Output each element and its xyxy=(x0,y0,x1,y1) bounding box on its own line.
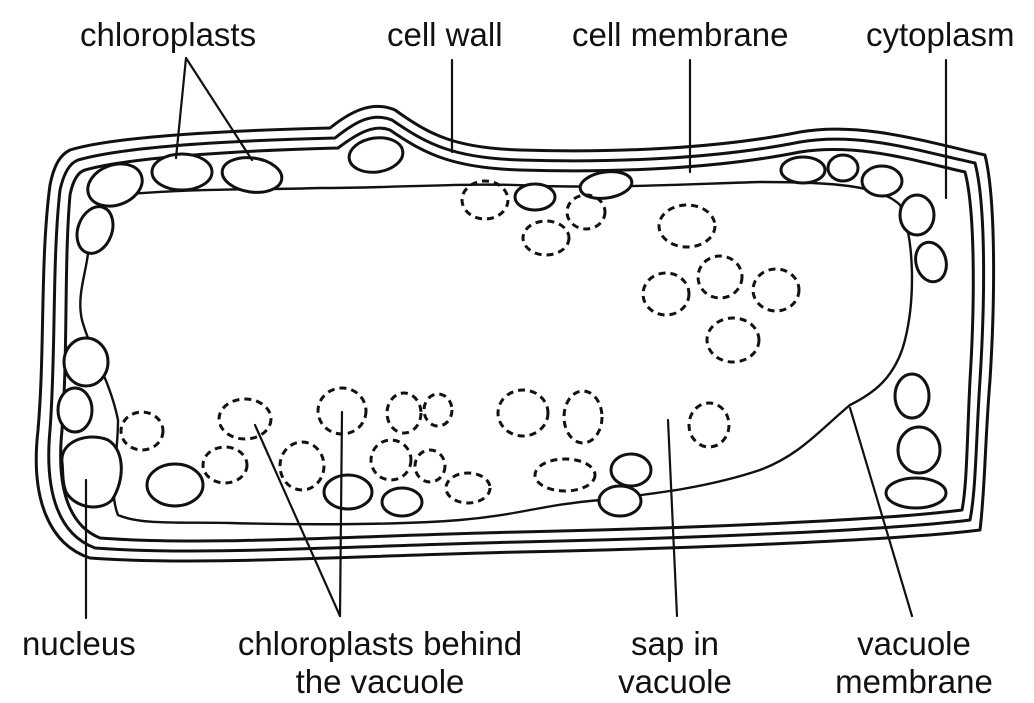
nucleus xyxy=(62,437,121,507)
chloroplasts-behind-vacuole xyxy=(121,181,799,503)
label-cell-membrane: cell membrane xyxy=(572,16,788,54)
label-nucleus: nucleus xyxy=(22,625,136,663)
label-chloroplasts-behind-vacuole: chloroplasts behind the vacuole xyxy=(222,625,538,701)
label-chloroplasts: chloroplasts xyxy=(80,16,256,54)
label-cell-wall: cell wall xyxy=(387,16,503,54)
label-sap-in-vacuole: sap in vacuole xyxy=(605,625,745,701)
label-cytoplasm: cytoplasm xyxy=(866,16,1015,54)
label-vacuole-membrane: vacuole membrane xyxy=(826,625,1002,701)
